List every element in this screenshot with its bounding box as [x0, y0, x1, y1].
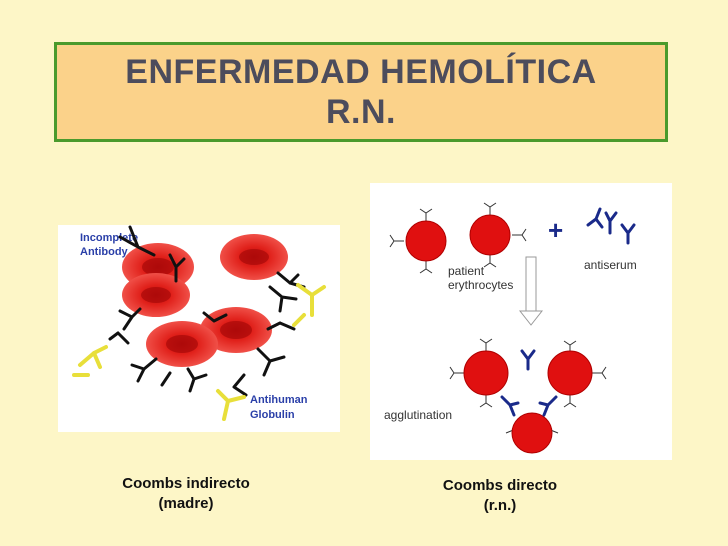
caption-indirect-coombs: Coombs indirecto (madre) — [96, 474, 276, 514]
label-antihuman-line2: Globulin — [250, 409, 295, 421]
label-patient-line2: erythrocytes — [448, 278, 513, 292]
agglutinated-erythrocyte — [547, 350, 593, 396]
red-blood-cell — [220, 234, 288, 280]
caption-right-line1: Coombs directo — [442, 477, 558, 494]
title-box: ENFERMEDAD HEMOLÍTICA R.N. — [54, 42, 668, 142]
label-antihuman-line1: Antihuman — [250, 394, 308, 406]
antiserum-antibodies — [586, 207, 636, 245]
caption-left-line2: (madre) — [158, 495, 214, 512]
incomplete-antibody-group — [108, 225, 306, 397]
label-patient-line1: patient — [448, 264, 485, 278]
title-line-1: ENFERMEDAD HEMOLÍTICA — [125, 53, 597, 91]
plus-sign: + — [548, 215, 563, 245]
indirect-coombs-diagram: Incomplete Antibody — [72, 225, 326, 421]
caption-direct-coombs: Coombs directo (r.n.) — [410, 476, 590, 516]
bridging-antibodies — [500, 349, 558, 417]
agglutinated-erythrocyte — [463, 350, 509, 396]
direct-coombs-diagram: + patient erythrocytes antiserum aggluti… — [384, 202, 637, 454]
patient-erythrocyte — [469, 214, 511, 256]
label-antiserum: antiserum — [584, 258, 637, 272]
down-arrow — [518, 256, 544, 326]
title-line-2: R.N. — [326, 93, 396, 131]
patient-erythrocyte — [405, 220, 447, 262]
agglutinated-erythrocyte — [511, 412, 553, 454]
direct-coombs-figure: + patient erythrocytes antiserum aggluti… — [370, 183, 672, 460]
red-blood-cell — [122, 273, 190, 317]
caption-left-line1: Coombs indirecto — [122, 475, 250, 492]
label-incomplete-line2: Antibody — [80, 246, 129, 258]
label-agglutination: agglutination — [384, 408, 452, 422]
indirect-coombs-figure: Incomplete Antibody — [58, 225, 340, 432]
antihuman-globulin-group — [72, 283, 326, 421]
red-blood-cell — [146, 321, 218, 367]
caption-right-line2: (r.n.) — [483, 497, 517, 514]
label-incomplete-line1: Incomplete — [80, 232, 138, 244]
